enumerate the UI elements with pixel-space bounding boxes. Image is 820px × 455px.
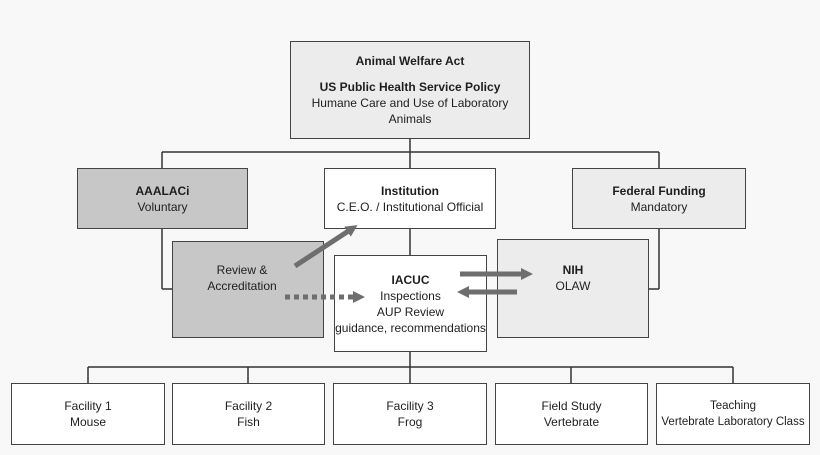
teaching-box: Teaching Vertebrate Laboratory Class [656,383,810,445]
iacuc-box: IACUC Inspections AUP Review guidance, r… [334,255,487,352]
iacuc-line-2: AUP Review [376,304,445,319]
federal-funding-box: Federal Funding Mandatory [572,168,746,229]
teaching-line-1: Teaching [709,400,757,412]
facility-2-box: Facility 2 Fish [172,383,325,445]
iacuc-title: IACUC [391,272,430,287]
institution-title: Institution [381,183,439,198]
institution-box: Institution C.E.O. / Institutional Offic… [324,168,496,229]
legislation-line-1: Animal Welfare Act [355,54,465,68]
institution-subtitle: C.E.O. / Institutional Official [336,199,484,214]
facility-1-line-1: Facility 1 [64,399,112,413]
aaalac-title: AAALACi [135,183,190,198]
legislation-line-3: Humane Care and Use of Laboratory Animal… [311,96,509,126]
facility-3-line-1: Facility 3 [386,399,434,413]
facility-1-line-2: Mouse [69,415,107,429]
facility-3-box: Facility 3 Frog [333,383,487,445]
facility-3-line-2: Frog [397,415,423,429]
facility-2-line-1: Facility 2 [224,399,273,413]
review-to-institution-arrow [293,225,358,269]
facility-1-box: Facility 1 Mouse [11,383,165,445]
aaalac-box: AAALACi Voluntary [77,168,248,229]
facility-2-line-2: Fish [237,415,260,429]
legislation-box: Animal Welfare Act US Public Health Serv… [290,41,530,139]
teaching-line-2: Vertebrate Laboratory Class [661,416,805,428]
aaalac-subtitle: Voluntary [137,199,188,214]
field-study-line-1: Field Study [541,399,602,413]
review-line-2: Accreditation [207,279,277,293]
federal-funding-title: Federal Funding [612,183,706,198]
iacuc-line-1: Inspections [380,288,441,303]
review-accreditation-box: Review & Accreditation [172,241,324,338]
field-study-line-2: Vertebrate [543,415,600,429]
nih-title: NIH [562,263,584,277]
iacuc-line-3: guidance, recommendations [335,320,486,335]
nih-box: NIH OLAW [497,239,649,338]
federal-funding-subtitle: Mandatory [630,199,688,214]
review-line-1: Review & [216,263,268,277]
field-study-box: Field Study Vertebrate [495,383,648,445]
legislation-line-2: US Public Health Service Policy [319,80,501,94]
nih-subtitle: OLAW [555,279,591,293]
